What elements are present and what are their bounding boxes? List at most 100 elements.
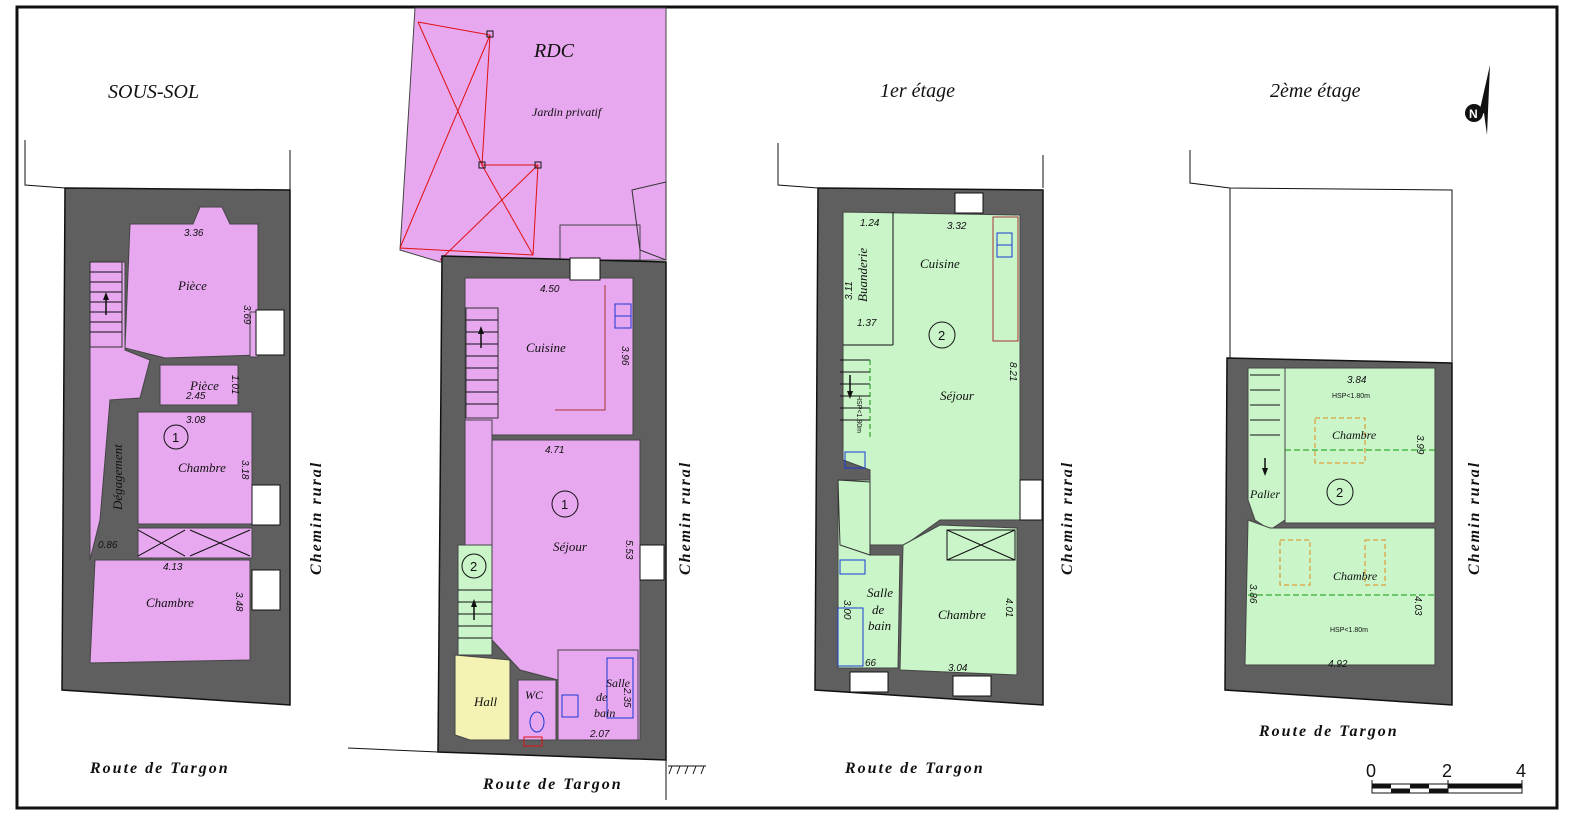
room-passage bbox=[464, 419, 493, 546]
window bbox=[255, 309, 285, 356]
room-wc bbox=[517, 679, 557, 741]
dimension: 3.86 bbox=[1247, 584, 1258, 604]
dimension: 2.45 bbox=[185, 391, 206, 402]
hsp-note: HSP<1.80m bbox=[1330, 627, 1368, 634]
dimension: 4.92 bbox=[1328, 659, 1348, 670]
unit-marker bbox=[1326, 478, 1354, 506]
room-hall bbox=[454, 654, 511, 741]
room-label: Palier bbox=[1249, 487, 1280, 501]
title-etage-2: 2ème étage bbox=[1270, 80, 1361, 102]
dimension: 3.11 bbox=[844, 281, 855, 300]
dimension: 1.01 bbox=[229, 375, 240, 394]
scale-label: 2 bbox=[1442, 761, 1452, 781]
north-arrow-icon: N bbox=[1465, 65, 1490, 135]
dimension: 3.69 bbox=[241, 305, 252, 325]
room-cupboards bbox=[137, 527, 253, 559]
side-road-label: Chemin rural bbox=[1466, 461, 1483, 575]
unit-marker-label: 2 bbox=[938, 328, 945, 343]
washbasin-icon bbox=[839, 559, 866, 575]
window bbox=[952, 675, 992, 697]
sheet-frame bbox=[15, 5, 1559, 810]
dimension: 3.84 bbox=[1347, 375, 1367, 386]
post bbox=[534, 161, 542, 169]
hsp-note: HSP<1.80m bbox=[855, 395, 862, 433]
window bbox=[849, 671, 889, 693]
post bbox=[478, 161, 486, 169]
room-label: Chambre bbox=[938, 607, 986, 622]
room-label: Chambre bbox=[1333, 569, 1378, 583]
dimension: 4.13 bbox=[163, 562, 183, 573]
stairs bbox=[465, 307, 499, 419]
dimension: 3.00 bbox=[841, 600, 852, 620]
bathtub-icon bbox=[837, 607, 864, 667]
cupboard-cross bbox=[189, 529, 251, 557]
hatch-marks bbox=[668, 765, 706, 775]
dimension: 1.37 bbox=[857, 318, 877, 329]
window bbox=[1019, 479, 1043, 521]
garden-lines bbox=[399, 21, 539, 261]
room-palier bbox=[1247, 367, 1286, 531]
dimension: 3.32 bbox=[947, 221, 967, 232]
dimension: 3.36 bbox=[184, 228, 204, 239]
skylight bbox=[1314, 417, 1366, 464]
stairs bbox=[1250, 374, 1280, 476]
plan-etage-2: 2ème étage Chambre Palier Chambre 3.84 H… bbox=[1189, 80, 1483, 740]
unit-marker bbox=[928, 321, 956, 349]
unit-marker-label: 2 bbox=[470, 559, 477, 574]
meter-icon bbox=[523, 736, 543, 747]
unit-marker bbox=[461, 553, 487, 579]
dimension: 4.01 bbox=[1003, 598, 1014, 617]
bathtub-icon bbox=[606, 657, 634, 719]
dimension: 1.24 bbox=[860, 218, 880, 229]
side-road-label: Chemin rural bbox=[308, 461, 325, 575]
garden-area bbox=[399, 7, 667, 263]
road-label: Route de Targon bbox=[844, 760, 985, 777]
room-label: Salle bbox=[867, 585, 893, 600]
title-etage-1: 1er étage bbox=[880, 80, 955, 102]
window bbox=[251, 484, 281, 526]
dimension: 3.04 bbox=[948, 663, 968, 674]
room-label: de bbox=[596, 690, 608, 704]
room-label: bain bbox=[594, 706, 615, 720]
dimension: 2.07 bbox=[589, 729, 610, 740]
scale-label: 0 bbox=[1366, 761, 1376, 781]
stairs bbox=[89, 261, 123, 348]
road-label: Route de Targon bbox=[1258, 723, 1399, 740]
room-label: Dégagement bbox=[110, 444, 125, 511]
unit-marker-label: 1 bbox=[561, 497, 568, 512]
room-label: Hall bbox=[473, 694, 498, 709]
unit-marker-label: 2 bbox=[1336, 485, 1343, 500]
dimension: 5.53 bbox=[623, 540, 634, 560]
toilet-icon bbox=[529, 711, 545, 733]
dimension: 3.18 bbox=[239, 460, 250, 480]
room-piece-2 bbox=[159, 364, 239, 406]
dimension: 3.96 bbox=[619, 346, 630, 366]
window bbox=[639, 544, 665, 581]
sink-icon bbox=[996, 244, 1013, 258]
dimension: 3.99 bbox=[1414, 435, 1425, 455]
plan-rdc: RDC Jardin privatif bbox=[347, 7, 706, 800]
scale-label: 4 bbox=[1516, 761, 1526, 781]
room-label: Pièce bbox=[177, 278, 207, 293]
room-label: bain bbox=[868, 618, 891, 633]
cupboard-cross bbox=[946, 529, 1016, 561]
road-label: Route de Targon bbox=[482, 776, 623, 793]
side-road-label: Chemin rural bbox=[677, 461, 694, 575]
toilet-icon bbox=[844, 451, 866, 469]
room-label: Séjour bbox=[940, 388, 975, 403]
dimension: 0.86 bbox=[98, 540, 118, 551]
neighbor-outline bbox=[777, 143, 819, 189]
washbasin-icon bbox=[561, 694, 579, 718]
title-rdc: RDC bbox=[533, 40, 575, 62]
room-piece-1 bbox=[124, 206, 259, 359]
title-sous-sol: SOUS-SOL bbox=[108, 81, 199, 103]
exterior-stairs bbox=[631, 181, 667, 261]
dimension: 2.35 bbox=[621, 687, 632, 708]
room-chambre-1 bbox=[137, 411, 253, 525]
post bbox=[486, 30, 494, 38]
room-chambre-2 bbox=[1244, 519, 1436, 666]
unit-marker-label: 1 bbox=[172, 430, 179, 445]
room-label: Buanderie bbox=[855, 248, 870, 302]
hsp-note: HSP<1.80m bbox=[1332, 393, 1370, 400]
kitchen-counter bbox=[992, 216, 1019, 342]
